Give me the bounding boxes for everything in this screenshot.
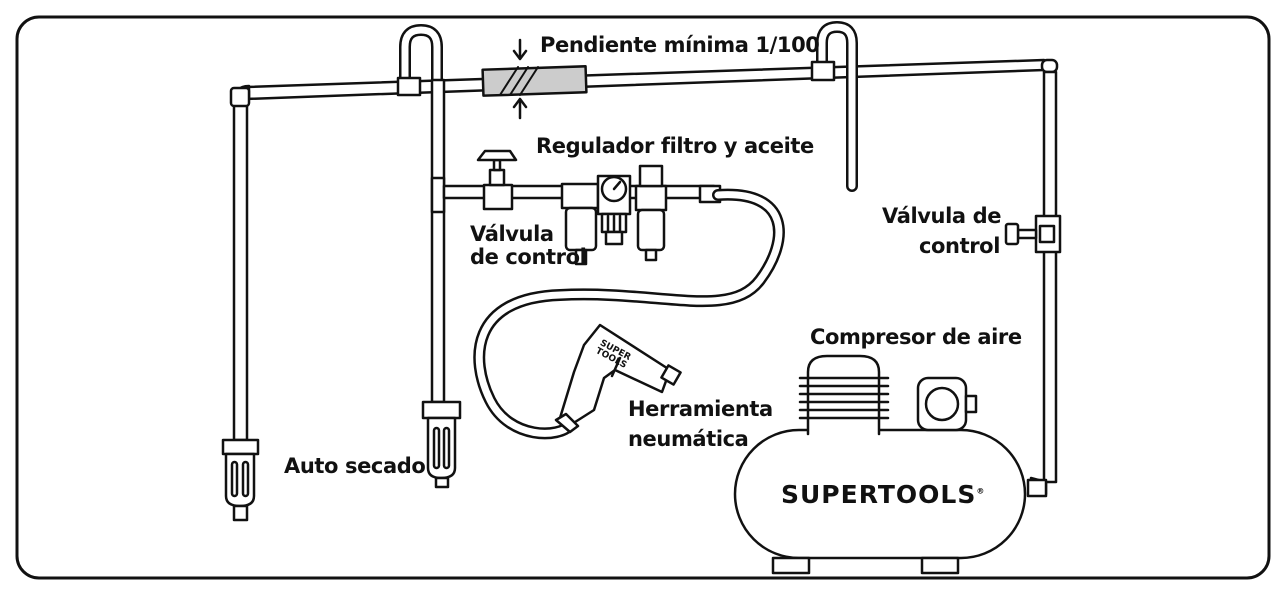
slope-label: Pendiente mínima 1/100	[540, 33, 820, 57]
valve-left-label-line1: Válvula	[470, 222, 554, 246]
left-dry-filter	[221, 438, 260, 522]
right-u-loop	[810, 21, 858, 192]
left-u-loop	[396, 24, 446, 404]
valve-right-label-line1: Válvula de	[882, 204, 1002, 228]
air-hose	[473, 188, 785, 440]
valve-right-label-line2: control	[918, 234, 1000, 258]
frame-border	[15, 15, 1271, 580]
compressor-label: Compresor de aire	[810, 325, 1022, 349]
tool-label-line2: neumática	[628, 427, 749, 451]
left-drop-pipe	[229, 84, 251, 442]
main-pipe	[244, 58, 1046, 101]
center-dry-filter	[421, 400, 462, 489]
tank-brand-mark: ®	[976, 486, 986, 496]
air-compressor	[733, 354, 1027, 575]
tank-brand-logo: SUPERTOOLS®	[781, 480, 985, 509]
regulator-label: Regulador filtro y aceite	[536, 134, 814, 158]
impact-gun	[554, 323, 682, 434]
slope-indicator	[481, 38, 588, 120]
tool-label-line1: Herramienta	[628, 397, 773, 421]
tank-brand-text: SUPERTOOLS	[781, 480, 977, 509]
right-riser-pipe	[1004, 58, 1062, 498]
auto-dry-label: Auto secado	[284, 454, 426, 478]
valve-left-label-line2: de control	[470, 245, 587, 269]
